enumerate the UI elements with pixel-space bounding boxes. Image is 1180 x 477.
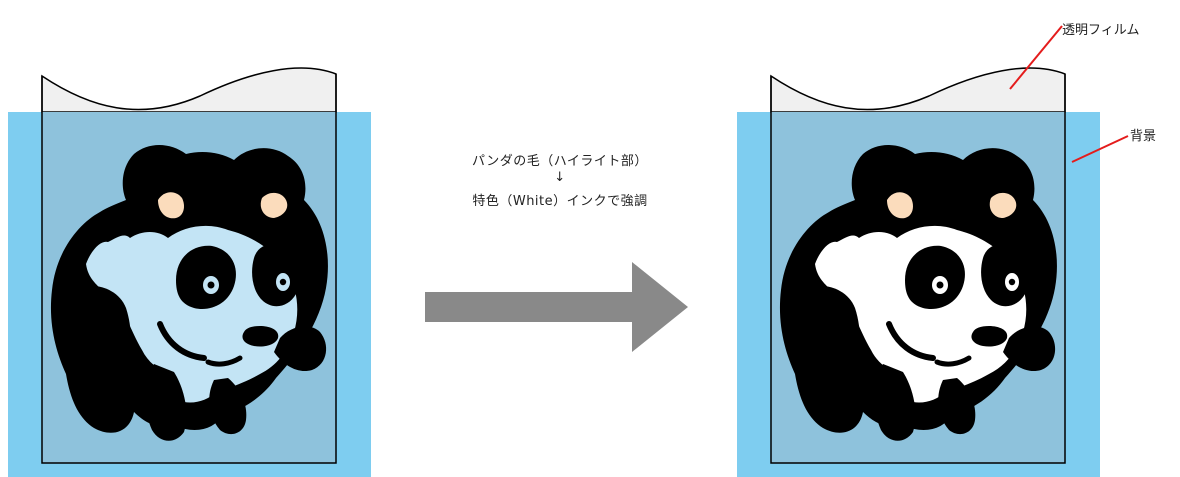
film-outline xyxy=(770,74,1066,464)
caption-down-arrow: ↓ xyxy=(554,170,566,185)
background-annotation-line xyxy=(1071,135,1129,163)
panda-illustration-before xyxy=(50,145,328,441)
panda-illustration-after xyxy=(779,145,1057,441)
transparent-film-top xyxy=(770,67,1066,113)
background-label: 背景 xyxy=(1130,129,1157,144)
transparent-film-top xyxy=(41,67,337,113)
caption-line-2: 特色（White）インクで強調 xyxy=(472,194,648,209)
transparent-film-label: 透明フィルム xyxy=(1062,23,1140,38)
after-panel xyxy=(737,25,1129,477)
caption-line-1: パンダの毛（ハイライト部） xyxy=(472,154,648,169)
film-annotation-line xyxy=(1009,25,1063,90)
before-panel xyxy=(8,67,371,477)
right-arrow-icon xyxy=(425,262,688,352)
film-outline xyxy=(41,74,337,464)
